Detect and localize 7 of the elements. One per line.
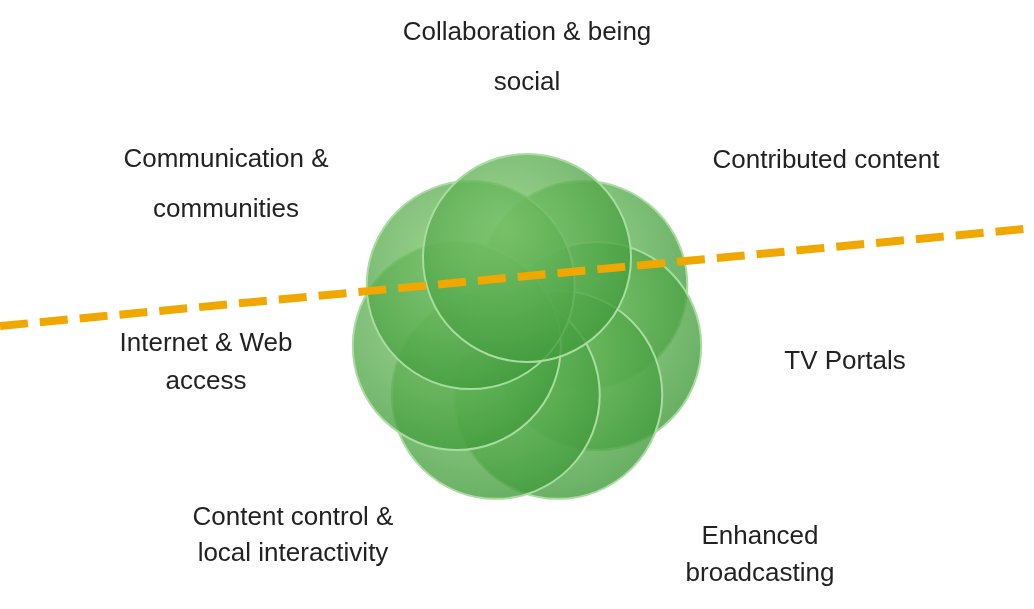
category-label: Enhanced broadcasting — [684, 519, 836, 589]
category-label: Internet & Web access — [118, 326, 294, 397]
category-label: TV Portals — [783, 344, 907, 377]
category-label: Collaboration & being social — [401, 15, 653, 98]
category-label: Contributed content — [711, 143, 941, 176]
category-label: Content control & local interactivity — [191, 500, 395, 569]
category-label: Communication & communities — [122, 142, 330, 225]
